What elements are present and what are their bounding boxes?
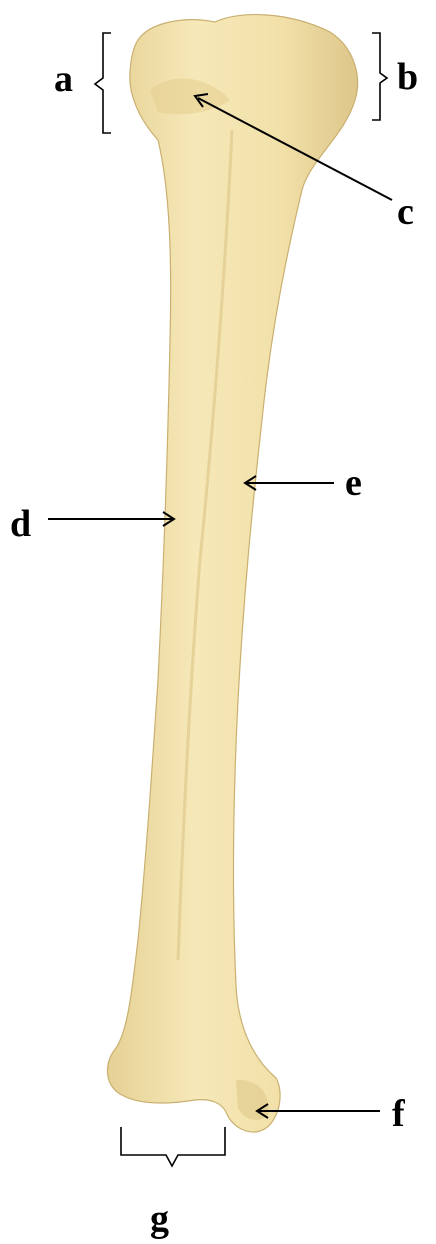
- tibia-bone: [107, 15, 357, 1132]
- bracket-a: [95, 33, 111, 133]
- bracket-b: [372, 33, 387, 120]
- label-c: c: [397, 193, 414, 231]
- bracket-g: [121, 1127, 225, 1166]
- label-g: g: [150, 1200, 169, 1238]
- label-b: b: [397, 58, 418, 96]
- label-a: a: [54, 60, 73, 98]
- label-f: f: [392, 1095, 405, 1133]
- label-e: e: [345, 464, 362, 502]
- label-d: d: [10, 505, 31, 543]
